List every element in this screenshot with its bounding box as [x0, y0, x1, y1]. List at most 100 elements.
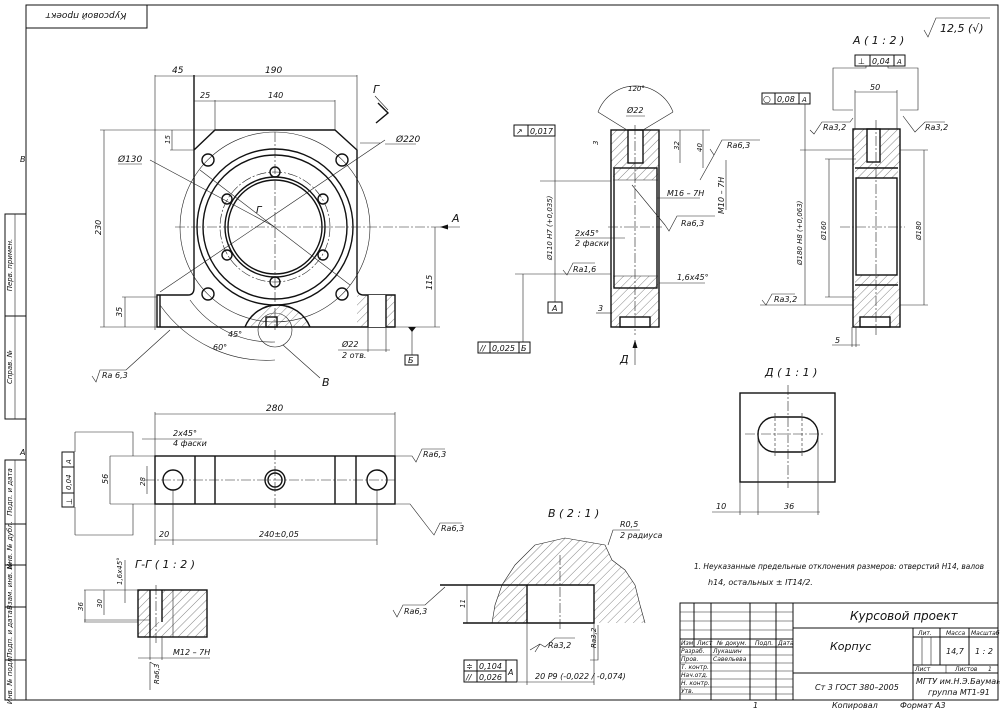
detail-b-mark: В	[322, 376, 330, 389]
dim-10: 10	[716, 502, 726, 511]
roughness-a-3: Ra3,2	[774, 295, 797, 304]
bottom-view: А 0,04 ⊥ 280 2x45° 4 фаски 56 28 20 240±…	[61, 404, 464, 545]
zone-marker-a: А	[19, 448, 25, 457]
tol-b-base: А	[507, 668, 513, 677]
dim-280: 280	[266, 404, 283, 414]
dim-3: 3	[592, 141, 600, 145]
view-a-mark: А	[451, 212, 460, 225]
role-norm-control: Н. контр.	[681, 680, 710, 687]
section-view: 120° Ø22 3 32 40 М16 – 7Н М10 – 7Н Ø110 …	[477, 85, 760, 366]
dim-25: 25	[200, 91, 210, 100]
hdr-scale: Масштаб	[971, 630, 1000, 637]
dim-d160: Ø160	[820, 221, 828, 241]
dim-56: 56	[101, 474, 110, 484]
dim-28: 28	[139, 477, 147, 486]
dim-d180: Ø180	[915, 221, 923, 241]
roughness-section-3: Ra1,6	[573, 265, 596, 274]
radius-r05: R0,5	[620, 520, 638, 529]
symmetry-symbol: ≑	[466, 662, 473, 671]
note-line-1: 1. Неуказанные предельные отклонения раз…	[694, 562, 984, 571]
roughness-b-3: Ra3,2	[590, 627, 598, 648]
dim-36: 36	[77, 602, 85, 611]
dim-11: 11	[459, 599, 467, 608]
corner-stamp-text: Курсовой проект	[45, 10, 126, 20]
view-gg: Г-Г ( 1 : 2 ) 36 30 1,6x45° М12 – 7Н Ra6…	[77, 557, 210, 690]
runout-value: 0,017	[530, 127, 554, 136]
hdr-list: Лист	[696, 640, 713, 647]
chamfer-2x45: 2x45°	[575, 229, 599, 238]
side-label-sign-date-2: Подп. и дата	[6, 610, 14, 658]
dim-d180h8: Ø180 Н8 (+0,063)	[796, 200, 804, 266]
bottom-perp-symbol: ⊥	[65, 498, 74, 505]
hdr-sheets: Листов	[954, 666, 978, 673]
angle-60: 60°	[213, 343, 227, 352]
section-mark-g-center: Г	[256, 205, 263, 216]
hdr-izm: Изм.	[681, 640, 695, 647]
side-label-dup-inv: Инв. № дубл.	[6, 521, 14, 569]
side-label-orig-inv: Инв. № подл.	[6, 656, 14, 704]
dim-35: 35	[115, 307, 124, 317]
dim-240: 240±0,05	[259, 530, 299, 539]
roughness-value: 12,5	[940, 22, 965, 35]
org-line-1: МГТУ им.Н.Э.Баумана	[916, 677, 1000, 686]
roughness-b-2: Ra3,2	[548, 641, 571, 650]
role-developer: Разраб.	[681, 648, 705, 655]
parallel-symbol: //	[479, 344, 487, 353]
project-title: Курсовой проект	[850, 609, 959, 623]
hdr-doc: № докум.	[716, 640, 747, 647]
dim-115: 115	[425, 275, 434, 290]
thread-m16: М16 – 7Н	[667, 189, 704, 198]
hdr-mass: Масса	[946, 630, 965, 637]
runout-symbol: ↗	[516, 127, 523, 136]
roughness-a-2: Ra3,2	[925, 123, 948, 132]
sheets-count: 1	[988, 666, 992, 673]
roughness-section-1: Ra6,3	[727, 141, 750, 150]
dim-40: 40	[696, 143, 704, 152]
parallel-b-symbol: //	[465, 673, 473, 682]
dim-32: 32	[673, 141, 681, 150]
format-label: Формат А3	[900, 701, 946, 710]
base-b-mark: Б	[408, 356, 414, 365]
side-label-repl-inv: Взам. инв. №	[6, 562, 14, 610]
perp-value: 0,04	[872, 57, 890, 66]
role-approved: Утв.	[681, 688, 694, 695]
bottom-perp-value: 0,04	[65, 474, 73, 490]
role-dept-head: Нач.отд.	[681, 672, 708, 679]
circularity-base: А	[801, 96, 807, 104]
side-label-first-use: Перв. примен.	[6, 239, 14, 292]
symmetry-value: 0,104	[479, 662, 502, 671]
bottom-perp-base: А	[65, 459, 73, 465]
side-stamp: Перв. примен. Справ. № Подп. и дата Инв.…	[4, 213, 27, 704]
general-roughness: 12,5 (√)	[923, 17, 990, 38]
chamfer-2x45: 2x45°	[173, 429, 197, 438]
dim-190: 190	[265, 66, 282, 76]
copied-label: Копировал	[832, 701, 878, 710]
roughness-main: Ra 6,3	[102, 371, 128, 380]
part-name: Корпус	[830, 640, 871, 653]
dim-20: 20	[159, 530, 169, 539]
view-a: А ( 1 : 2 ) ⊥ 0,04 А 50 ○ 0,08 А Ø180 Н8…	[760, 34, 948, 347]
corner-stamp-box	[25, 4, 148, 29]
view-d-title: Д ( 1 : 1 )	[764, 366, 817, 379]
hdr-date: Дата	[777, 640, 794, 647]
dim-5: 5	[835, 336, 840, 345]
dim-36: 36	[784, 502, 794, 511]
angle-45: 45°	[228, 330, 242, 339]
section-mark-g: Г	[373, 83, 380, 96]
main-view: 45 190 25 140 15 230 35 115 Ø130 Ø220 45…	[91, 66, 460, 389]
dim-d130: Ø130	[117, 154, 143, 165]
dim-45: 45	[172, 66, 184, 76]
dim-140: 140	[268, 91, 283, 100]
chamfer-1-6x45: 1,6x45°	[677, 273, 709, 282]
person-developer: Лукашин	[712, 648, 742, 655]
dim-15: 15	[164, 135, 172, 144]
base-a-mark: А	[551, 304, 557, 313]
parallel-value: 0,025	[492, 344, 515, 353]
dim-d220: Ø220	[395, 134, 421, 145]
hdr-lit: Лит.	[917, 630, 932, 637]
view-a-title: А ( 1 : 2 )	[852, 34, 904, 47]
parallel-b-value: 0,026	[479, 673, 502, 682]
material: Ст 3 ГОСТ 380–2005	[815, 683, 899, 692]
gg-chamfer: 1,6x45°	[116, 557, 124, 585]
